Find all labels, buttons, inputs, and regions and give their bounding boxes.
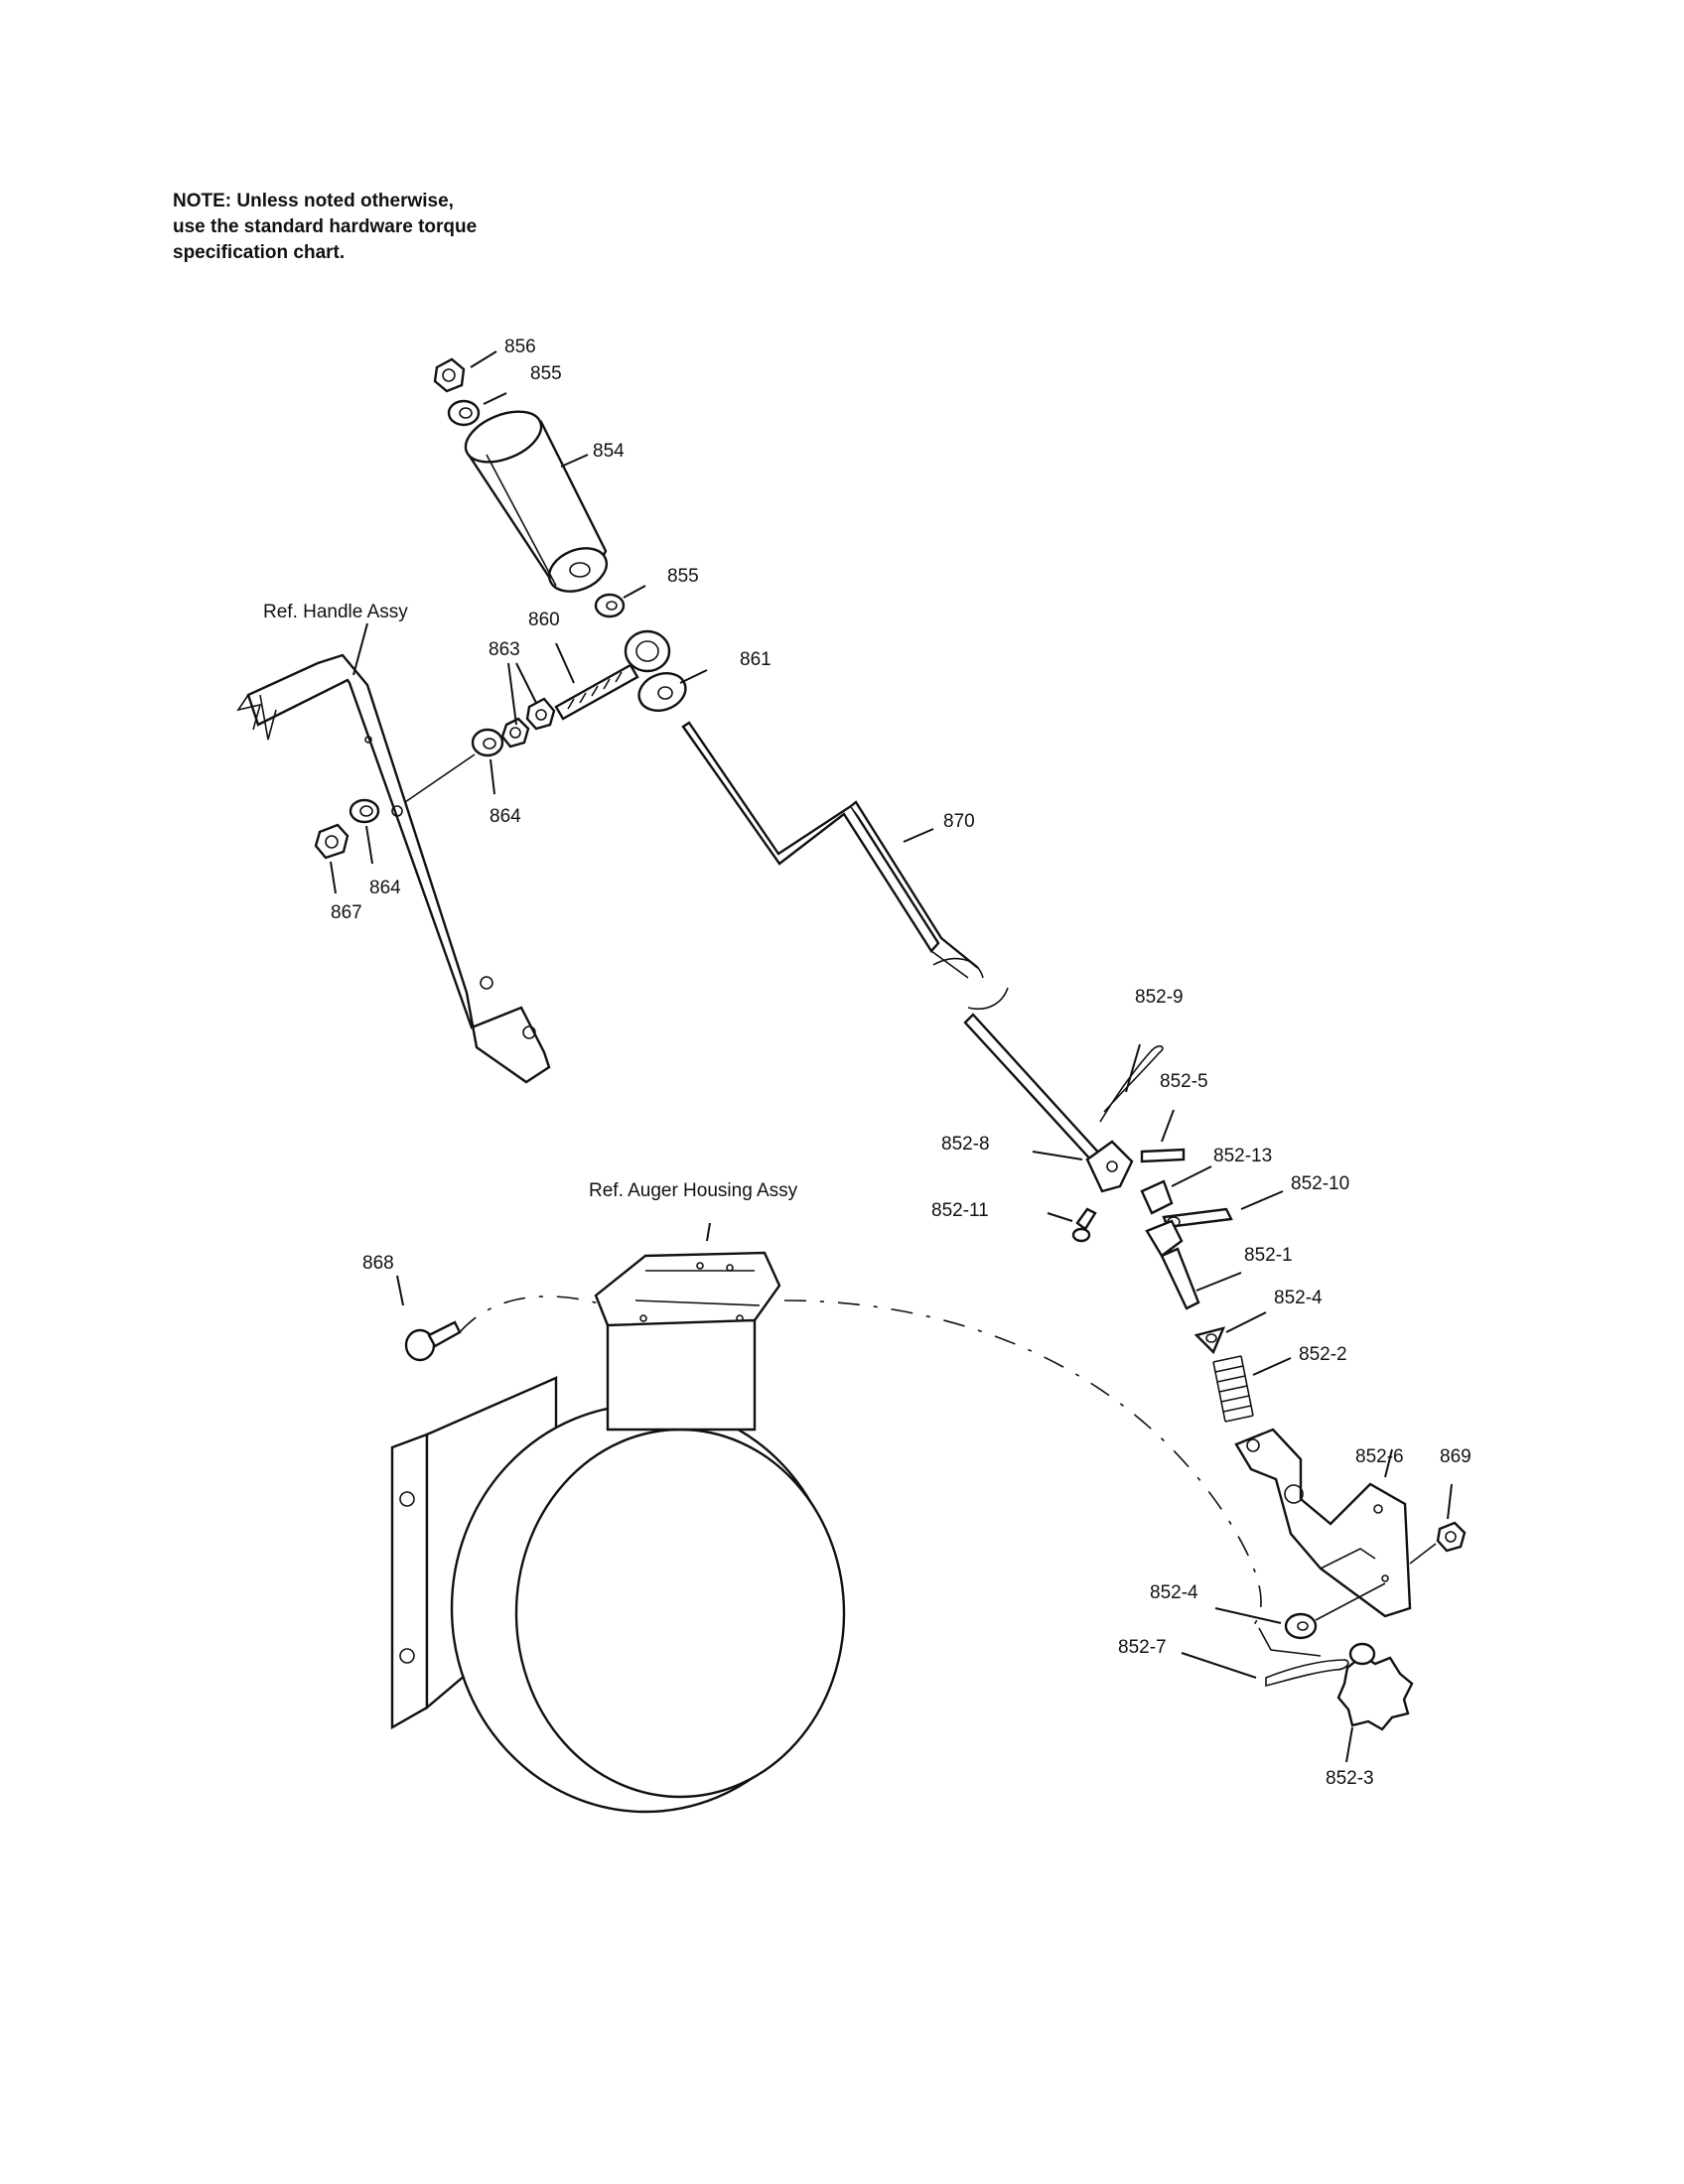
ref-auger-housing-assy-label: Ref. Auger Housing Assy bbox=[589, 1180, 798, 1201]
dashed-path-868 bbox=[459, 1296, 607, 1333]
callout-860: 860 bbox=[528, 610, 560, 630]
hairpin-852-7 bbox=[1265, 1659, 1349, 1688]
ref-handle-assy-label: Ref. Handle Assy bbox=[263, 602, 408, 622]
callout-868: 868 bbox=[362, 1253, 394, 1274]
callout-852-9: 852-9 bbox=[1135, 987, 1184, 1008]
washer-864-upper bbox=[471, 728, 504, 757]
callout-867: 867 bbox=[331, 902, 362, 923]
callout-855-low: 855 bbox=[667, 566, 699, 587]
callout-870: 870 bbox=[943, 811, 975, 832]
nut-869 bbox=[1436, 1521, 1467, 1553]
callout-852-10: 852-10 bbox=[1291, 1173, 1349, 1194]
nuts-863 bbox=[500, 697, 556, 749]
bushing-861 bbox=[637, 671, 687, 713]
hairpin-852-9 bbox=[1099, 1045, 1164, 1123]
callout-852-11: 852-11 bbox=[931, 1200, 989, 1221]
assembly-bracket-852-4 bbox=[1258, 1627, 1322, 1657]
auger-housing bbox=[390, 1251, 846, 1814]
callout-861: 861 bbox=[740, 649, 772, 670]
washer-864-lower bbox=[349, 798, 380, 824]
callout-855-top: 855 bbox=[530, 363, 562, 384]
washer-852-4-top bbox=[1193, 1326, 1226, 1355]
leader-lines bbox=[330, 350, 1453, 1763]
callout-863: 863 bbox=[489, 639, 520, 660]
callout-852-13: 852-13 bbox=[1213, 1146, 1272, 1166]
callout-864-lower: 864 bbox=[369, 878, 401, 898]
callout-864-upper: 864 bbox=[490, 806, 521, 827]
assembly-line-handle bbox=[404, 753, 476, 803]
callout-852-4-upper: 852-4 bbox=[1274, 1288, 1323, 1308]
callout-852-8: 852-8 bbox=[941, 1134, 990, 1155]
callout-852-6: 852-6 bbox=[1355, 1446, 1404, 1467]
pin-852-5 bbox=[1140, 1148, 1186, 1163]
assembly-line-869 bbox=[1409, 1543, 1437, 1565]
note-line-2: use the standard hardware torque bbox=[173, 216, 478, 237]
washer-855-low bbox=[594, 593, 626, 618]
nut-867 bbox=[314, 823, 350, 860]
bolt-852-11 bbox=[1071, 1207, 1097, 1243]
note-line-1: NOTE: Unless noted otherwise, bbox=[173, 191, 454, 211]
callout-852-1: 852-1 bbox=[1244, 1245, 1293, 1266]
block-852-13 bbox=[1140, 1179, 1174, 1215]
callout-852-5: 852-5 bbox=[1160, 1071, 1208, 1092]
rod-870 bbox=[681, 721, 1104, 1165]
callout-852-7: 852-7 bbox=[1118, 1637, 1167, 1658]
bracket-852-6 bbox=[1234, 1428, 1412, 1618]
nut-856 bbox=[433, 357, 466, 393]
bolt-868 bbox=[404, 1320, 462, 1362]
clevis-852-8 bbox=[1085, 1140, 1134, 1193]
note-line-3: specification chart. bbox=[173, 242, 346, 263]
torque-note: NOTE: Unless noted otherwise, use the st… bbox=[173, 189, 590, 266]
eye-bolt-860 bbox=[554, 629, 671, 721]
knob-852-3 bbox=[1336, 1642, 1414, 1731]
dashed-path-auger bbox=[783, 1299, 1262, 1629]
washer-852-4-low bbox=[1284, 1612, 1318, 1640]
shaft-852-1 bbox=[1145, 1219, 1200, 1310]
washer-855-top bbox=[447, 399, 481, 427]
callout-869: 869 bbox=[1440, 1446, 1472, 1467]
assembly-line-852-4 bbox=[1315, 1582, 1386, 1621]
grip-854 bbox=[464, 410, 609, 593]
callout-856: 856 bbox=[504, 337, 536, 357]
handle-bracket bbox=[236, 653, 551, 1084]
callout-852-4-lower: 852-4 bbox=[1150, 1582, 1198, 1603]
callout-852-2: 852-2 bbox=[1299, 1344, 1347, 1365]
spring-852-2 bbox=[1212, 1355, 1254, 1423]
callout-854: 854 bbox=[593, 441, 625, 462]
callout-852-3: 852-3 bbox=[1326, 1768, 1374, 1789]
